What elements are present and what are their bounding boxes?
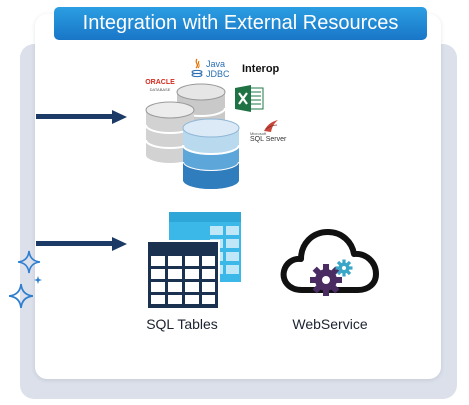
sparkle-icon	[17, 250, 41, 274]
cloud-gear-icon	[280, 229, 379, 296]
arrow-to-sql-tables	[36, 237, 127, 251]
interop-logo: Interop	[242, 63, 280, 75]
page-title: Integration with External Resources	[54, 7, 427, 40]
excel-icon	[235, 85, 264, 112]
table-grid-icon	[146, 212, 241, 310]
oracle-logo: ORACLE DATABASE	[145, 79, 175, 92]
java-icon	[191, 58, 203, 78]
arrow-to-databases	[36, 110, 127, 124]
sparkle-icon	[8, 283, 34, 309]
sql-server-icon	[264, 120, 278, 132]
webservice-label: WebService	[292, 316, 368, 332]
content-card	[35, 14, 441, 379]
database-cylinder	[182, 118, 240, 189]
sql-tables-label: SQL Tables	[146, 316, 218, 332]
java-jdbc-logo: Java JDBC	[206, 59, 230, 79]
sparkle-icon	[34, 276, 42, 284]
database-stack-icon	[145, 83, 240, 189]
database-cylinder	[145, 101, 195, 163]
sql-server-logo: Microsoft SQL Server	[250, 131, 287, 143]
